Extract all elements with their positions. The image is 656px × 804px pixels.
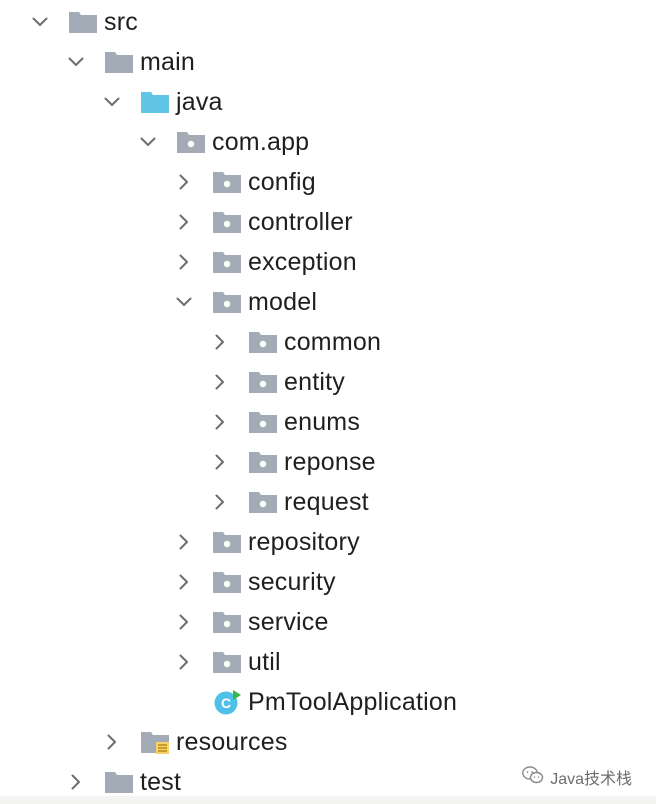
tree-node-resources[interactable]: resources — [0, 722, 656, 762]
chevron-down-icon[interactable] — [104, 94, 120, 110]
chevron-down-icon[interactable] — [176, 294, 192, 310]
tree-node-label: model — [248, 288, 318, 316]
folder-icon — [104, 769, 134, 795]
tree-node-reponse[interactable]: reponse — [0, 442, 656, 482]
package-folder-icon — [248, 489, 278, 515]
tree-node-label: PmToolApplication — [248, 688, 458, 716]
tree-node-label: com.app — [212, 128, 310, 156]
tree-node-label: exception — [248, 248, 357, 276]
package-folder-icon — [212, 289, 242, 315]
chevron-right-icon[interactable] — [176, 214, 192, 230]
tree-node-label: test — [140, 768, 182, 796]
tree-node-entity[interactable]: entity — [0, 362, 656, 402]
bottom-strip — [0, 796, 656, 804]
tree-node-label: security — [248, 568, 336, 596]
tree-node-label: util — [248, 648, 281, 676]
chevron-down-icon[interactable] — [140, 134, 156, 150]
chevron-right-icon[interactable] — [176, 654, 192, 670]
package-folder-icon — [212, 609, 242, 635]
chevron-right-icon[interactable] — [176, 534, 192, 550]
chevron-right-icon[interactable] — [212, 414, 228, 430]
watermark-text: Java技术栈 — [550, 771, 632, 788]
tree-node-label: resources — [176, 728, 288, 756]
chevron-down-icon[interactable] — [32, 14, 48, 30]
svg-text:C: C — [221, 695, 231, 711]
tree-node-security[interactable]: security — [0, 562, 656, 602]
watermark: Java技术栈 — [522, 764, 632, 790]
package-folder-icon — [176, 129, 206, 155]
chevron-right-icon[interactable] — [212, 334, 228, 350]
package-folder-icon — [212, 649, 242, 675]
package-folder-icon — [212, 209, 242, 235]
chevron-right-icon[interactable] — [104, 734, 120, 750]
tree-node-common[interactable]: common — [0, 322, 656, 362]
tree-node-main[interactable]: main — [0, 42, 656, 82]
tree-node-label: enums — [284, 408, 361, 436]
tree-node-config[interactable]: config — [0, 162, 656, 202]
tree-node-label: request — [284, 488, 369, 516]
tree-node-label: service — [248, 608, 329, 636]
package-folder-icon — [248, 449, 278, 475]
tree-node-java[interactable]: java — [0, 82, 656, 122]
tree-node-test[interactable]: test — [0, 762, 656, 802]
package-folder-icon — [212, 249, 242, 275]
tree-node-label: reponse — [284, 448, 376, 476]
chevron-right-icon[interactable] — [212, 454, 228, 470]
tree-node-exception[interactable]: exception — [0, 242, 656, 282]
chevron-right-icon[interactable] — [68, 774, 84, 790]
chevron-right-icon[interactable] — [212, 374, 228, 390]
source-root-folder-icon — [140, 89, 170, 115]
package-folder-icon — [212, 529, 242, 555]
tree-node-label: config — [248, 168, 316, 196]
tree-node-request[interactable]: request — [0, 482, 656, 522]
package-folder-icon — [212, 569, 242, 595]
tree-node-label: main — [140, 48, 195, 76]
chevron-right-icon[interactable] — [176, 574, 192, 590]
tree-node-label: common — [284, 328, 382, 356]
tree-node-controller[interactable]: controller — [0, 202, 656, 242]
folder-icon — [104, 49, 134, 75]
tree-node-label: java — [176, 88, 223, 116]
tree-node-model[interactable]: model — [0, 282, 656, 322]
folder-icon — [68, 9, 98, 35]
resources-folder-icon — [140, 729, 170, 755]
tree-node-service[interactable]: service — [0, 602, 656, 642]
package-folder-icon — [248, 369, 278, 395]
tree-node-pmtoolapplication[interactable]: C PmToolApplication — [0, 682, 656, 722]
tree-node-label: repository — [248, 528, 360, 556]
chevron-right-icon[interactable] — [176, 174, 192, 190]
chevron-right-icon[interactable] — [212, 494, 228, 510]
wechat-icon — [522, 765, 544, 790]
tree-node-repository[interactable]: repository — [0, 522, 656, 562]
tree-node-label: controller — [248, 208, 353, 236]
package-folder-icon — [248, 329, 278, 355]
tree-node-label: src — [104, 8, 138, 36]
chevron-down-icon[interactable] — [68, 54, 84, 70]
package-folder-icon — [248, 409, 278, 435]
tree-node-label: entity — [284, 368, 345, 396]
chevron-right-icon[interactable] — [176, 614, 192, 630]
chevron-right-icon[interactable] — [176, 254, 192, 270]
package-folder-icon — [212, 169, 242, 195]
tree-node-src[interactable]: src — [0, 2, 656, 42]
tree-node-util[interactable]: util — [0, 642, 656, 682]
tree-node-com-app[interactable]: com.app — [0, 122, 656, 162]
tree-node-enums[interactable]: enums — [0, 402, 656, 442]
java-class-icon: C — [212, 689, 242, 715]
